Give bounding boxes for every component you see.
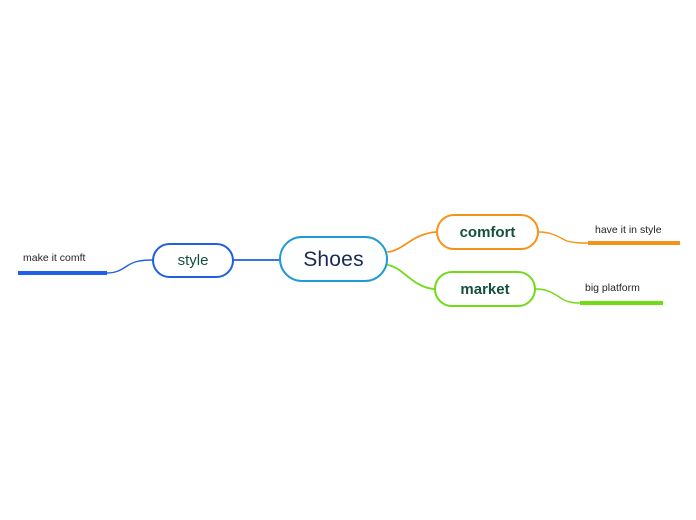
connector-style-to-make-it-comft [106, 259, 153, 274]
connector-market-to-big-platform [535, 288, 581, 304]
node-label-comfort: comfort [459, 223, 516, 241]
mindmap-node-comfort[interactable]: comfort [436, 214, 539, 250]
mindmap-node-market[interactable]: market [434, 271, 536, 307]
mindmap-leaf-have-it-in-style[interactable]: have it in style [595, 224, 662, 236]
connector-root-to-comfort [387, 231, 437, 253]
connector-root-to-market [387, 264, 435, 290]
mindmap-leaf-big-platform[interactable]: big platform [585, 282, 640, 294]
mindmap-node-style[interactable]: style [152, 243, 234, 278]
node-label-root: Shoes [303, 247, 364, 271]
node-label-market: market [460, 280, 510, 298]
node-label-style: style [177, 252, 209, 269]
connector-comfort-to-have-it-in-style [538, 231, 589, 244]
mindmap-leaf-make-it-comft[interactable]: make it comft [23, 252, 86, 264]
mindmap-node-root[interactable]: Shoes [279, 236, 388, 282]
